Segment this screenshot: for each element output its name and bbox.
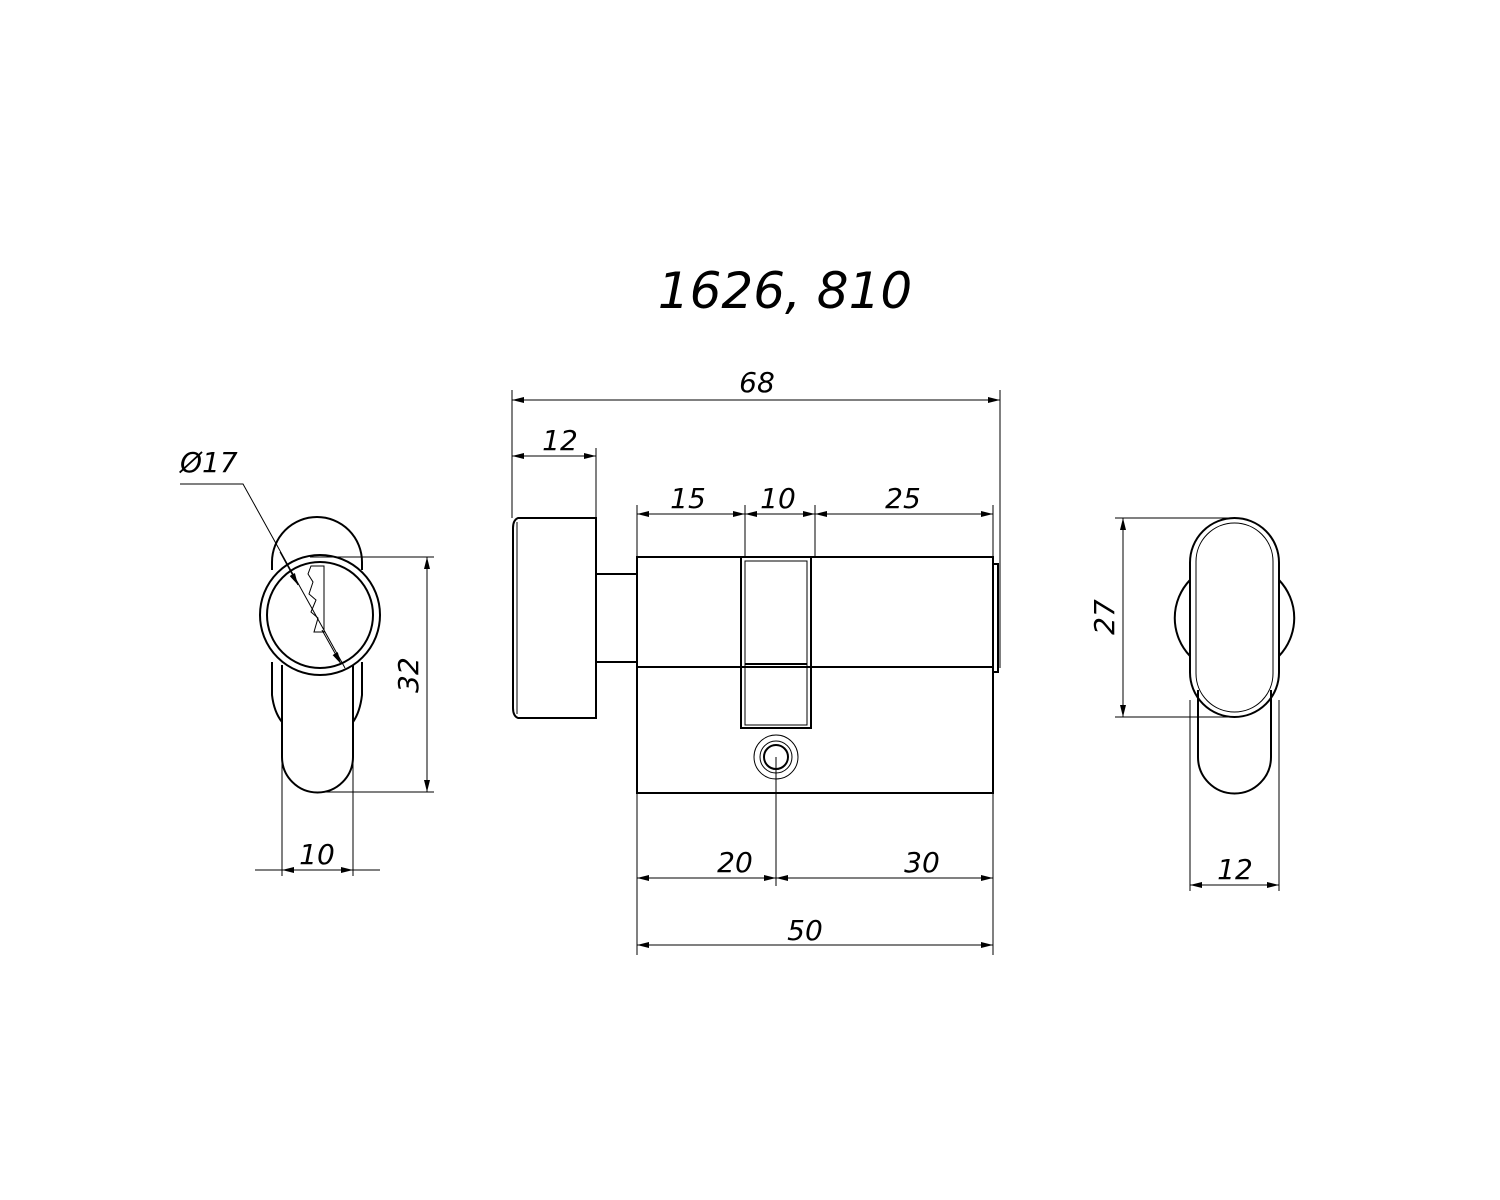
right-segment-dimension: 25 [885,482,921,515]
screw-left-dimension: 20 [717,846,753,879]
front-view: 68 12 15 10 25 20 30 50 [511,366,1001,955]
width-dimension: 10 [299,838,335,871]
width-dimension: 12 [1217,853,1253,886]
left-segment-dimension: 15 [670,482,706,515]
left-end-view: Ø17 32 10 [179,446,434,876]
keyway-icon [307,565,325,633]
overall-length-dimension: 68 [739,366,775,399]
height-dimension: 32 [392,657,425,693]
right-end-view: 27 12 [1088,517,1296,891]
height-dimension: 27 [1088,599,1121,635]
cam-width-dimension: 10 [760,482,796,515]
screw-right-dimension: 30 [904,846,940,879]
body-length-dimension: 50 [787,914,823,947]
diameter-dimension: Ø17 [179,446,238,479]
drawing-title: 1626, 810 [658,262,912,320]
knob-length-dimension: 12 [542,424,578,457]
